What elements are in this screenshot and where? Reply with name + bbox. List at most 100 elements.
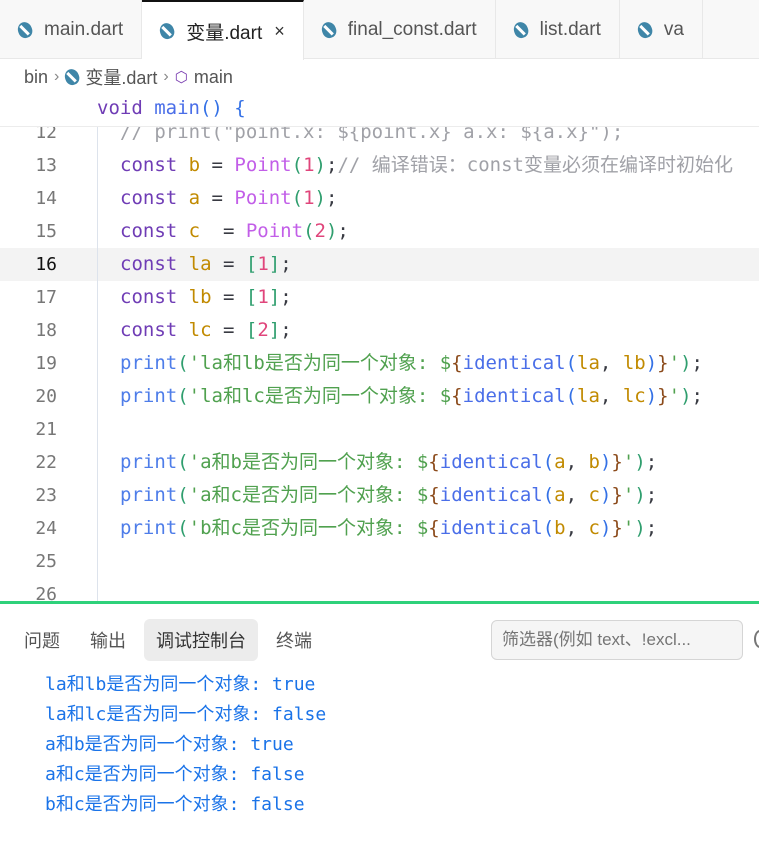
code-token: } (657, 385, 669, 407)
code-token: } (657, 352, 669, 374)
code-token: ) (680, 385, 692, 407)
code-token: Point (234, 154, 292, 176)
code-token: ; (280, 286, 292, 308)
tab-0[interactable]: main.dart (0, 0, 143, 59)
code-token: ; (645, 451, 658, 473)
code-token: { (451, 385, 463, 407)
code-token: 'a和c是否为同一个对象: $ (188, 484, 429, 506)
panel-tab-3[interactable]: 终端 (276, 631, 312, 651)
line-number: 15 (35, 221, 57, 242)
breadcrumb-folder[interactable]: bin (24, 66, 49, 87)
code-line[interactable]: 12// print("point.x: ${point.x} a.x: ${a… (0, 127, 759, 149)
code-token: 1 (303, 154, 315, 176)
code-token: { (428, 517, 440, 539)
code-token: identical (439, 451, 543, 473)
code-line[interactable]: 25 (0, 545, 759, 578)
code-editor[interactable]: 1 2 // print("point.x: ${point.x} a.x: ${a… (0, 127, 759, 601)
code-token: ' (622, 451, 635, 473)
tab-3[interactable]: list.dart (496, 0, 620, 59)
line-number: 20 (35, 386, 57, 407)
code-token: ( (565, 352, 578, 374)
code-token: print (120, 352, 178, 374)
code-token: la (577, 385, 600, 407)
code-token: ) (314, 187, 326, 209)
breadcrumb-file[interactable]: 变量.dart (85, 68, 158, 88)
dart-file-icon (157, 21, 177, 41)
console-line: b和c是否为同一个对象: false (45, 794, 305, 815)
code-token: void (97, 97, 155, 119)
code-token: ( (291, 187, 304, 209)
code-token: ) (634, 517, 646, 539)
more-icon[interactable] (754, 630, 759, 648)
filter-input[interactable] (491, 620, 743, 660)
dart-file-icon (63, 67, 82, 87)
panel-tab-2[interactable]: 调试控制台 (144, 619, 258, 661)
line-number: 18 (35, 320, 57, 341)
code-token: const (120, 319, 189, 341)
code-token: , (599, 385, 623, 407)
line-text: // print("point.x: ${point.x} a.x: ${a.x… (120, 127, 623, 149)
code-token: ) (680, 352, 692, 374)
line-number: 22 (35, 452, 57, 473)
code-token: b (554, 517, 566, 539)
code-token: ] (268, 286, 281, 308)
tab-label: list.dart (539, 18, 601, 40)
code-line[interactable]: 26 (0, 578, 759, 601)
sticky-scroll-header[interactable]: void main() { (0, 92, 759, 127)
code-token: ( (565, 385, 578, 407)
code-token: = (211, 286, 246, 308)
code-token: ; (325, 187, 338, 209)
code-token: const (120, 286, 189, 308)
chevron-right-icon: › (163, 68, 169, 85)
dart-file-icon (15, 19, 35, 40)
code-token: ' (622, 484, 635, 506)
panel-tab-0[interactable]: 问题 (24, 631, 60, 651)
code-line[interactable]: 21 (0, 413, 759, 446)
code-token: = (211, 253, 246, 275)
code-token: , (565, 517, 589, 539)
code-token: ' (622, 517, 635, 539)
code-line[interactable]: 18 const lc = [2]; (0, 314, 759, 347)
code-token: ( (303, 220, 315, 242)
code-token: lb (188, 286, 212, 308)
code-token: Point (245, 220, 304, 242)
code-token: la (188, 253, 212, 275)
line-text: const lc = [2]; (120, 314, 292, 347)
indent-guide (97, 127, 98, 601)
dart-file-icon (635, 19, 655, 40)
code-token: const (120, 154, 189, 176)
code-token: 2 (257, 319, 269, 341)
line-number: 26 (35, 584, 57, 601)
code-token: Point (234, 187, 292, 209)
panel-tab-1[interactable]: 输出 (90, 631, 126, 651)
code-token: 1 (257, 286, 269, 308)
code-token: ] (268, 253, 281, 275)
code-token: c (588, 484, 600, 506)
code-token: ) (599, 451, 612, 473)
code-token: , (565, 451, 589, 473)
line-number: 14 (35, 188, 57, 209)
code-token: ( (177, 484, 189, 506)
code-token: , (565, 484, 589, 506)
close-icon[interactable]: × (274, 20, 285, 41)
tab-2[interactable]: final_const.dart (304, 0, 496, 59)
breadcrumb-symbol[interactable]: main (193, 66, 233, 87)
tab-4[interactable]: va (620, 0, 703, 59)
code-token: ( (291, 154, 304, 176)
code-token: identical (439, 517, 543, 539)
code-token: 'la和lc是否为同一个对象: $ (188, 385, 452, 407)
code-token: const (120, 187, 189, 209)
tab-1[interactable]: 变量.dart× (142, 0, 304, 60)
